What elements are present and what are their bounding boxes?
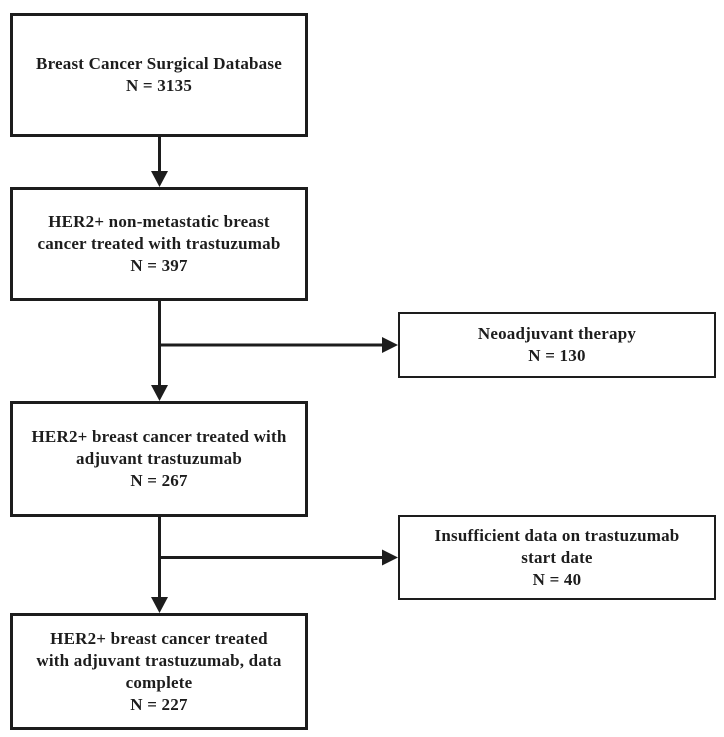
arrow-right-icon-branch-insufficient (158, 549, 398, 566)
node-insufficient-data: Insufficient data on trastuzumab start d… (398, 515, 716, 600)
node-adjuvant-trastuzumab: HER2+ breast cancer treated with adjuvan… (10, 401, 308, 517)
arrow-down-icon-db-to-her2 (151, 137, 168, 187)
node-neoadjuvant-therapy: Neoadjuvant therapy N = 130 (398, 312, 716, 378)
arrow-down-icon-adjuvant-to-complete (151, 517, 168, 613)
node-data-complete: HER2+ breast cancer treated with adjuvan… (10, 613, 308, 730)
node-surgical-database: Breast Cancer Surgical Database N = 3135 (10, 13, 308, 137)
arrow-down-icon-her2-to-adjuvant (151, 301, 168, 401)
node-her2-nonmetastatic: HER2+ non-metastatic breast cancer treat… (10, 187, 308, 301)
arrow-right-icon-branch-neoadjuvant (158, 337, 398, 353)
